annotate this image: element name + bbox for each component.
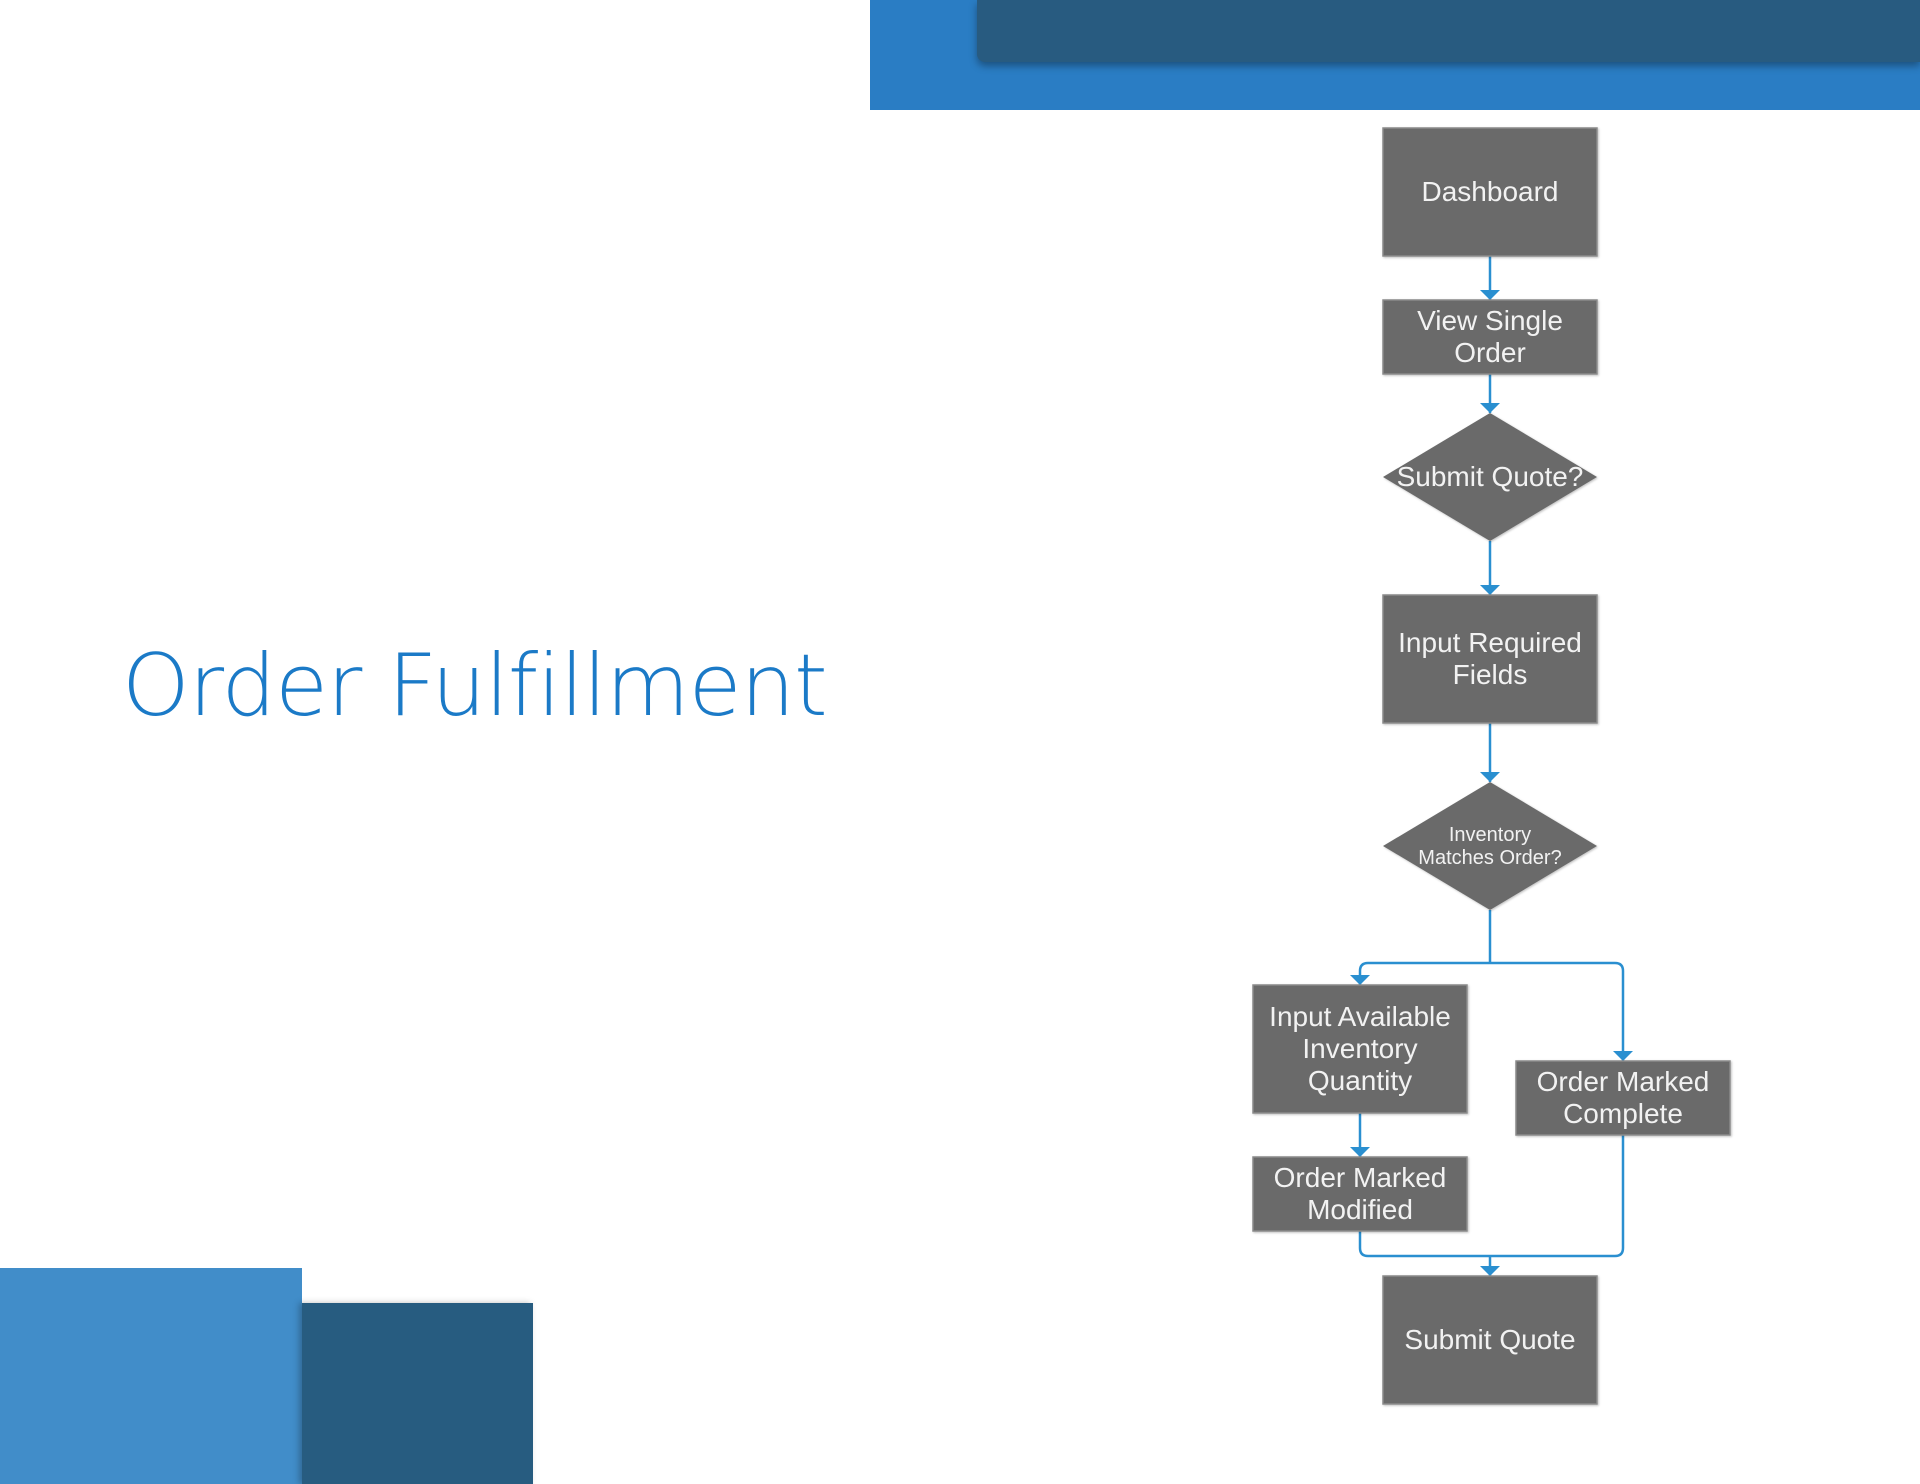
node-label: Submit Quote	[1404, 1324, 1575, 1355]
flow-node-submit-quote-decision: Submit Quote?	[1383, 413, 1597, 541]
process-box	[1252, 1156, 1468, 1232]
connector-line	[1358, 1231, 1490, 1258]
flow-node-dashboard: Dashboard	[1382, 127, 1598, 257]
arrow-head	[1480, 1266, 1500, 1276]
node-label: Matches Order?	[1418, 847, 1561, 869]
process-box	[1382, 299, 1598, 375]
node-label: Input Available	[1269, 1001, 1451, 1032]
node-label: Submit Quote?	[1397, 461, 1584, 492]
node-label: View Single	[1417, 305, 1563, 336]
node-label: Quantity	[1308, 1065, 1412, 1096]
corner-block-light	[0, 1268, 302, 1484]
arrow-head	[1350, 975, 1370, 985]
process-box	[1252, 984, 1468, 1114]
connector-line	[1490, 1135, 1625, 1258]
connector-line	[1358, 961, 1490, 985]
process-box	[1515, 1060, 1731, 1136]
process-box	[1382, 1275, 1598, 1405]
arrow-head	[1480, 585, 1500, 595]
node-label: Order	[1454, 337, 1526, 368]
arrow-head	[1350, 1147, 1370, 1157]
process-box	[1382, 127, 1598, 257]
arrow-head	[1480, 403, 1500, 413]
connector-layer	[1350, 256, 1633, 1276]
node-label: Input Required	[1398, 627, 1582, 658]
decision-diamond	[1383, 413, 1597, 541]
node-label: Fields	[1453, 659, 1528, 690]
process-box	[1382, 594, 1598, 724]
node-label: Dashboard	[1422, 176, 1559, 207]
node-label: Modified	[1307, 1194, 1413, 1225]
arrow-head	[1480, 290, 1500, 300]
node-label: Inventory	[1302, 1033, 1417, 1064]
arrow-head	[1613, 1051, 1633, 1061]
page-title: Order Fulfillment	[122, 636, 828, 736]
connector-line	[1490, 961, 1625, 1061]
corner-block-dark	[302, 1303, 533, 1484]
node-label: Order Marked	[1537, 1066, 1710, 1097]
node-label: Order Marked	[1274, 1162, 1447, 1193]
flow-node-submit-quote: Submit Quote	[1382, 1275, 1598, 1405]
arrow-head	[1480, 772, 1500, 782]
node-label: Inventory	[1449, 824, 1531, 846]
decision-diamond	[1383, 782, 1597, 910]
header-band-accent	[977, 0, 1920, 62]
node-label: Complete	[1563, 1098, 1683, 1129]
